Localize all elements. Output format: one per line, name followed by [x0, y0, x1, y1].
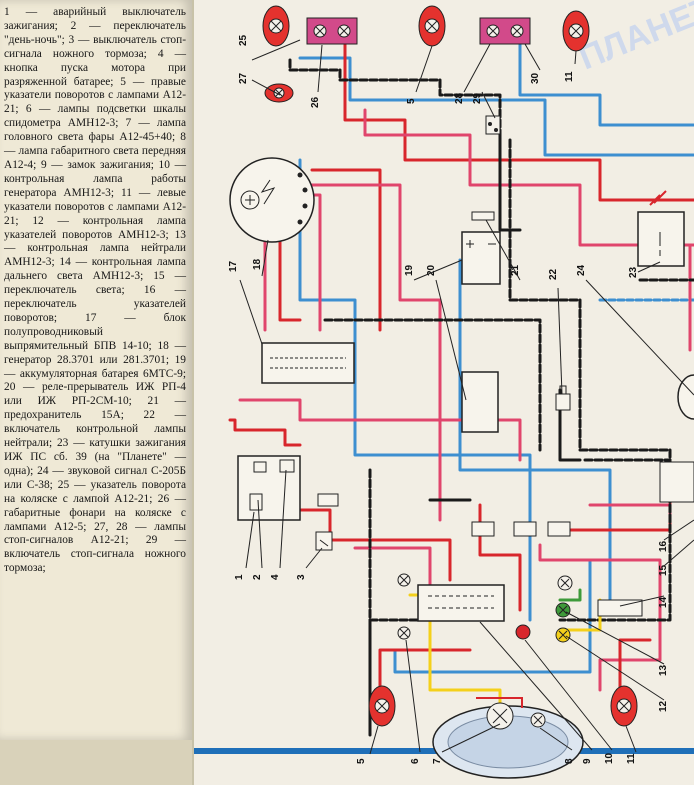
- label-9: 9: [582, 758, 593, 764]
- wire-black: [508, 138, 672, 472]
- wire-red: [310, 183, 522, 462]
- label-27: 27: [238, 72, 249, 84]
- page-margin: [0, 740, 192, 785]
- indicator-lamp-turn: [555, 627, 571, 643]
- label-16: 16: [658, 540, 669, 552]
- turn-signal-lamp-right-front: [368, 685, 396, 727]
- wire-blue: [298, 158, 532, 622]
- label-19: 19: [404, 264, 415, 276]
- ignition-coil: [637, 190, 685, 267]
- neutral-switch: [555, 385, 571, 411]
- wire-red: [310, 168, 382, 332]
- label-8: 8: [564, 758, 575, 764]
- rectifier-block: [261, 342, 355, 384]
- label-21: 21: [510, 264, 521, 276]
- label-30: 30: [530, 72, 541, 84]
- wire-red: [588, 503, 672, 522]
- wire-blue: [458, 258, 612, 602]
- turn-signal-lamp-left-front: [610, 685, 638, 727]
- label-11-bottom: 11: [626, 753, 637, 764]
- label-11-top: 11: [564, 71, 575, 82]
- label-13: 13: [658, 664, 669, 676]
- label-12: 12: [658, 700, 669, 712]
- label-22: 22: [548, 268, 559, 280]
- indicator-lamp-neutral: [555, 602, 571, 618]
- turn-signal-lamp-sidecar: [262, 5, 290, 47]
- wire-green: [558, 588, 582, 602]
- diagram-top-text: ПЛАНЕТА: [574, 0, 694, 77]
- battery: [461, 231, 501, 285]
- wire-black: [558, 458, 672, 622]
- label-10: 10: [604, 752, 615, 764]
- label-23: 23: [628, 266, 639, 278]
- turn-signal-lamp-right: [418, 5, 446, 47]
- label-25: 25: [238, 34, 249, 46]
- wire-red: [238, 398, 442, 522]
- leader-lines: [239, 39, 694, 755]
- label-14: 14: [658, 596, 669, 608]
- fuse: [471, 211, 495, 221]
- speedometer-lamp: [397, 626, 411, 640]
- generator: [229, 157, 315, 243]
- label-5-top: 5: [406, 98, 417, 104]
- stop-lamp-unit-27: [306, 17, 358, 45]
- wire-blue: [298, 56, 694, 157]
- wire-red: [363, 108, 694, 247]
- wire-red: [278, 228, 302, 322]
- component-labels: 25 27 26 5 28 29 30 11 17 18 19 20 21 22…: [228, 34, 669, 764]
- label-20: 20: [426, 264, 437, 276]
- label-26: 26: [310, 96, 321, 108]
- wiring-diagram-page: ПЛАНЕТА: [194, 0, 694, 785]
- label-4: 4: [270, 574, 281, 580]
- label-28: 28: [454, 92, 465, 104]
- wire-blue: [518, 38, 694, 127]
- legend-text: 1 — аварийный выключатель зажигания; 2 —…: [4, 6, 186, 575]
- label-1: 1: [234, 574, 245, 580]
- label-5-bottom: 5: [356, 758, 367, 764]
- turn-signal-lamp-left: [562, 10, 590, 52]
- front-brake-switch: [315, 531, 333, 551]
- wire-red: [618, 638, 652, 692]
- label-7: 7: [432, 758, 443, 764]
- label-29: 29: [472, 92, 483, 104]
- wire-red: [343, 38, 694, 202]
- wire-red: [538, 543, 662, 692]
- wire-black: [323, 318, 542, 452]
- wiring-diagram: ПЛАНЕТА: [194, 0, 694, 779]
- wire-black: [498, 128, 522, 232]
- speedometer-lamp: [397, 573, 411, 587]
- label-24: 24: [576, 264, 587, 276]
- relay-interrupter: [461, 371, 499, 433]
- wire-red: [353, 546, 432, 592]
- label-17: 17: [228, 260, 239, 272]
- brake-switch: [485, 115, 501, 135]
- wire-black: [558, 388, 582, 462]
- wire-red: [228, 418, 302, 447]
- label-15: 15: [658, 564, 669, 576]
- legend-page: 1 — аварийный выключатель зажигания; 2 —…: [0, 0, 192, 740]
- headlight: [432, 697, 584, 779]
- stop-lamp-unit-28: [479, 17, 531, 45]
- wire-black: [288, 58, 502, 132]
- indicator-lamp-high-beam: [557, 575, 573, 591]
- handlebar-switch-block: [237, 455, 301, 521]
- ignition-lock: [417, 584, 505, 622]
- label-18: 18: [252, 258, 263, 270]
- indicator-lamp-generator: [515, 624, 531, 640]
- label-3: 3: [296, 574, 307, 580]
- sidecar-parking-lamp: [264, 83, 294, 103]
- label-2: 2: [252, 574, 263, 580]
- label-6: 6: [410, 758, 421, 764]
- wire-blue: [393, 558, 592, 674]
- horn: [677, 374, 694, 420]
